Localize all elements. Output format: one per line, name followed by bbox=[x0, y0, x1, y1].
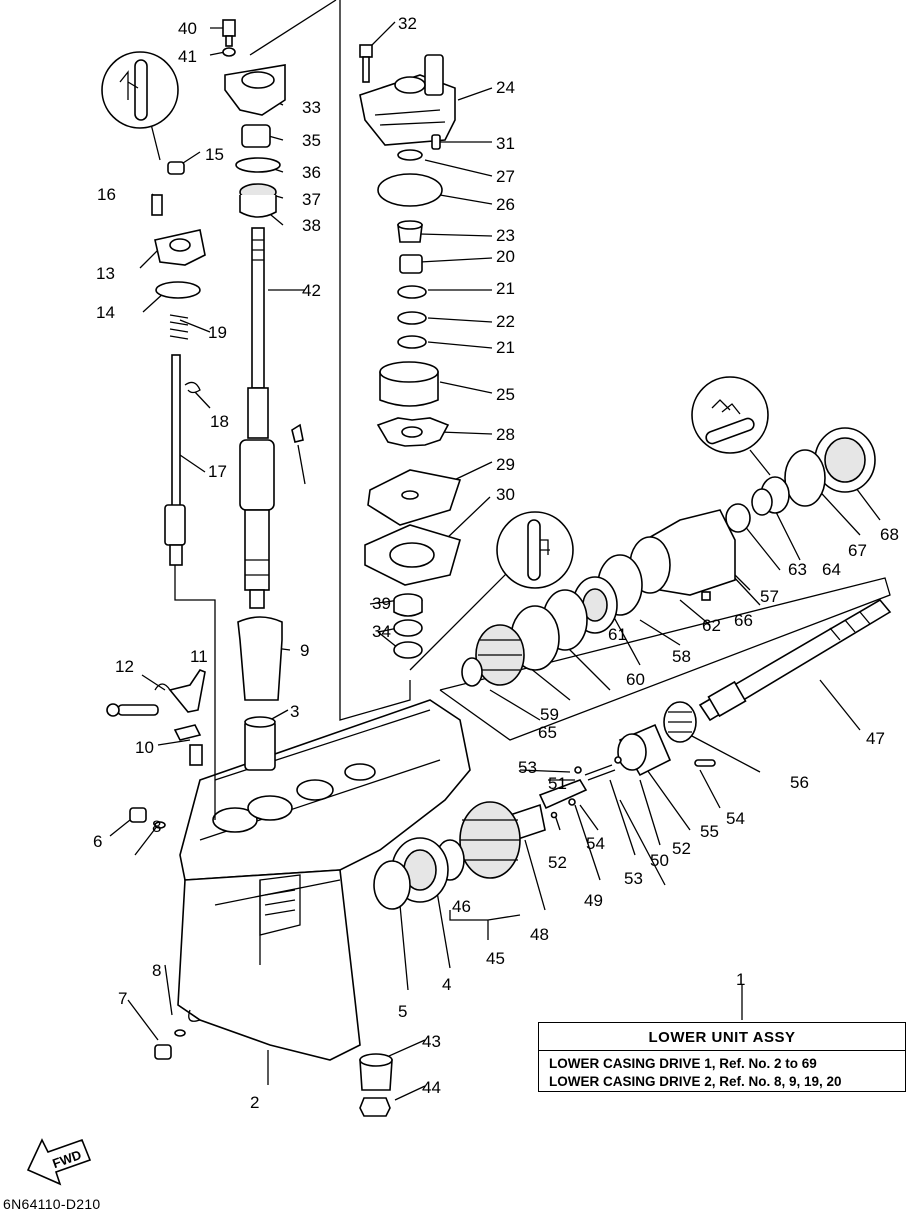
callout-19: 19 bbox=[208, 323, 227, 342]
callout-48: 48 bbox=[530, 925, 549, 944]
callout-15: 15 bbox=[205, 145, 224, 164]
callout-39: 39 bbox=[372, 594, 391, 613]
callout-30: 30 bbox=[496, 485, 515, 504]
callout-13: 13 bbox=[96, 264, 115, 283]
callout-14: 14 bbox=[96, 303, 115, 322]
callout-9: 9 bbox=[300, 641, 309, 660]
callout-24: 24 bbox=[496, 78, 515, 97]
callout-assembly: 1 bbox=[736, 970, 745, 989]
callout-67: 67 bbox=[848, 541, 867, 560]
callout-12: 12 bbox=[115, 657, 134, 676]
callout-36: 36 bbox=[302, 163, 321, 182]
callout-28: 28 bbox=[496, 425, 515, 444]
callout-54: 54 bbox=[586, 834, 605, 853]
callout-58: 58 bbox=[672, 647, 691, 666]
callout-21: 21 bbox=[496, 279, 515, 298]
assembly-title: LOWER UNIT ASSY bbox=[648, 1029, 796, 1046]
callout-52: 52 bbox=[672, 839, 691, 858]
callout-44: 44 bbox=[422, 1078, 441, 1097]
callout-21: 21 bbox=[496, 338, 515, 357]
forward-direction-arrow: FWD bbox=[26, 1138, 92, 1186]
callout-35: 35 bbox=[302, 131, 321, 150]
callout-53: 53 bbox=[518, 758, 537, 777]
callout-62: 62 bbox=[702, 616, 721, 635]
callout-55: 55 bbox=[700, 822, 719, 841]
shift-rod-parts bbox=[101, 51, 206, 1060]
water-pump-parts bbox=[359, 44, 574, 659]
callout-61: 61 bbox=[608, 625, 627, 644]
callout-50: 50 bbox=[650, 851, 669, 870]
driveshaft-parts bbox=[222, 19, 304, 771]
legend-divider bbox=[539, 1050, 905, 1051]
callout-3: 3 bbox=[290, 702, 299, 721]
callout-32: 32 bbox=[398, 14, 417, 33]
callout-64: 64 bbox=[822, 560, 841, 579]
callout-4: 4 bbox=[442, 975, 451, 994]
callout-47: 47 bbox=[866, 729, 885, 748]
callout-51: 51 bbox=[548, 774, 567, 793]
callout-5: 5 bbox=[398, 1002, 407, 1021]
assembly-line-1: LOWER CASING DRIVE 1, Ref. No. 2 to 69 bbox=[549, 1056, 817, 1071]
callout-27: 27 bbox=[496, 167, 515, 186]
callout-59: 59 bbox=[540, 705, 559, 724]
callout-22: 22 bbox=[496, 312, 515, 331]
callout-25: 25 bbox=[496, 385, 515, 404]
callout-7: 7 bbox=[118, 989, 127, 1008]
callout-65: 65 bbox=[538, 723, 557, 742]
callout-16: 16 bbox=[97, 185, 116, 204]
callout-66: 66 bbox=[734, 611, 753, 630]
callout-45: 45 bbox=[486, 949, 505, 968]
callout-54: 54 bbox=[726, 809, 745, 828]
callout-17: 17 bbox=[208, 462, 227, 481]
callout-56: 56 bbox=[790, 773, 809, 792]
callout-8: 8 bbox=[152, 817, 161, 836]
callout-43: 43 bbox=[422, 1032, 441, 1051]
leader-lines bbox=[109, 0, 891, 1101]
callout-49: 49 bbox=[584, 891, 603, 910]
callout-63: 63 bbox=[788, 560, 807, 579]
callout-40: 40 bbox=[178, 19, 197, 38]
callout-57: 57 bbox=[760, 587, 779, 606]
callout-29: 29 bbox=[496, 455, 515, 474]
assembly-legend: LOWER UNIT ASSY LOWER CASING DRIVE 1, Re… bbox=[538, 1022, 906, 1092]
callout-18: 18 bbox=[210, 412, 229, 431]
callout-31: 31 bbox=[496, 134, 515, 153]
assembly-line-2: LOWER CASING DRIVE 2, Ref. No. 8, 9, 19,… bbox=[549, 1074, 842, 1089]
diagram-code: 6N64110-D210 bbox=[3, 1196, 101, 1212]
callout-34: 34 bbox=[372, 622, 391, 641]
callout-23: 23 bbox=[496, 226, 515, 245]
callout-26: 26 bbox=[496, 195, 515, 214]
lower-casing-drawing bbox=[177, 699, 471, 1061]
callout-10: 10 bbox=[135, 738, 154, 757]
callout-11: 11 bbox=[190, 647, 208, 666]
callout-20: 20 bbox=[496, 247, 515, 266]
callout-38: 38 bbox=[302, 216, 321, 235]
callout-60: 60 bbox=[626, 670, 645, 689]
propeller-shaft-parts bbox=[359, 376, 892, 1117]
callout-8: 8 bbox=[152, 961, 161, 980]
callout-42: 42 bbox=[302, 281, 321, 300]
callout-37: 37 bbox=[302, 190, 321, 209]
callout-68: 68 bbox=[880, 525, 899, 544]
callout-46: 46 bbox=[452, 897, 471, 916]
callout-33: 33 bbox=[302, 98, 321, 117]
callout-41: 41 bbox=[178, 47, 197, 66]
callout-numbers: 2345678891011121314151617181920212122232… bbox=[93, 14, 899, 1112]
callout-52: 52 bbox=[548, 853, 567, 872]
callout-2: 2 bbox=[250, 1093, 259, 1112]
callout-6: 6 bbox=[93, 832, 102, 851]
callout-53: 53 bbox=[624, 869, 643, 888]
